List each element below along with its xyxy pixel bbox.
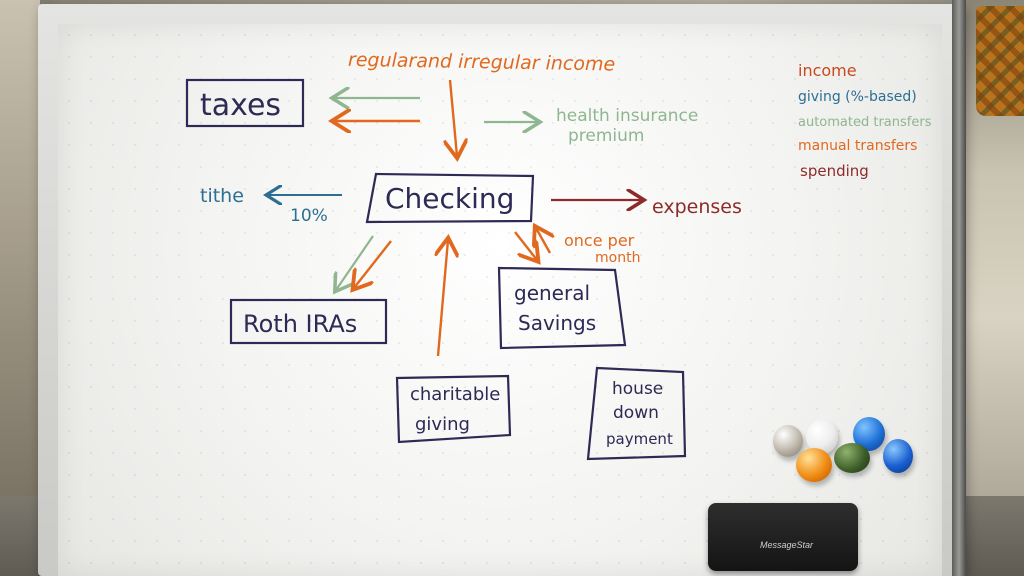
wall-background: [0, 0, 40, 576]
house-label-2: down: [613, 403, 659, 423]
legend-spending: spending: [800, 162, 869, 180]
expenses-label: expenses: [652, 196, 742, 218]
legend-income: income: [798, 61, 857, 80]
taxes-label: taxes: [200, 88, 281, 123]
tithe-percent: 10%: [290, 206, 328, 226]
whiteboard-eraser[interactable]: [708, 503, 858, 571]
health-label-1: health insurance: [556, 106, 698, 126]
easel-leg: [952, 0, 966, 576]
legend-automated: automated transfers: [798, 115, 932, 130]
house-box: house down payment: [586, 366, 687, 461]
savings-label-2: Savings: [518, 311, 596, 335]
magnet-blue-right[interactable]: [883, 439, 913, 473]
legend-manual: manual transfers: [798, 138, 917, 154]
charity-label-1: charitable: [410, 384, 500, 405]
magnet-clear-gray[interactable]: [773, 425, 803, 457]
income-header: regularand irregular income: [348, 49, 616, 76]
charity-box: charitable giving: [395, 374, 512, 444]
checking-to-savings-arrow: [514, 231, 537, 260]
house-label-1: house: [612, 379, 663, 399]
checking-label: Checking: [385, 182, 514, 215]
health-label-2: premium: [568, 126, 644, 146]
charity-label-2: giving: [415, 414, 470, 435]
once-label-2: month: [595, 250, 640, 266]
charity-to-checking-arrow: [438, 240, 448, 357]
checking-box: Checking: [365, 172, 535, 224]
roth-box: Roth IRAs: [229, 298, 388, 345]
savings-label-1: general: [514, 281, 590, 305]
savings-box: general Savings: [497, 266, 627, 350]
legend: income giving (%-based) automated transf…: [798, 61, 932, 180]
tithe-label: tithe: [200, 185, 244, 207]
savings-to-checking-arrow: [536, 228, 550, 254]
magnet-green[interactable]: [834, 443, 870, 473]
plaid-blanket: [976, 6, 1024, 116]
once-label-1: once per: [564, 231, 635, 250]
roth-arrow-automated: [336, 235, 374, 290]
magnet-orange[interactable]: [796, 448, 832, 482]
income-to-checking-arrow: [450, 79, 457, 156]
eraser-brand: MessageStar: [760, 540, 814, 550]
roth-label: Roth IRAs: [243, 310, 357, 338]
legend-giving: giving (%-based): [798, 89, 917, 105]
roth-arrow-manual: [354, 240, 392, 288]
house-label-3: payment: [606, 430, 673, 448]
taxes-box: taxes: [185, 78, 305, 128]
